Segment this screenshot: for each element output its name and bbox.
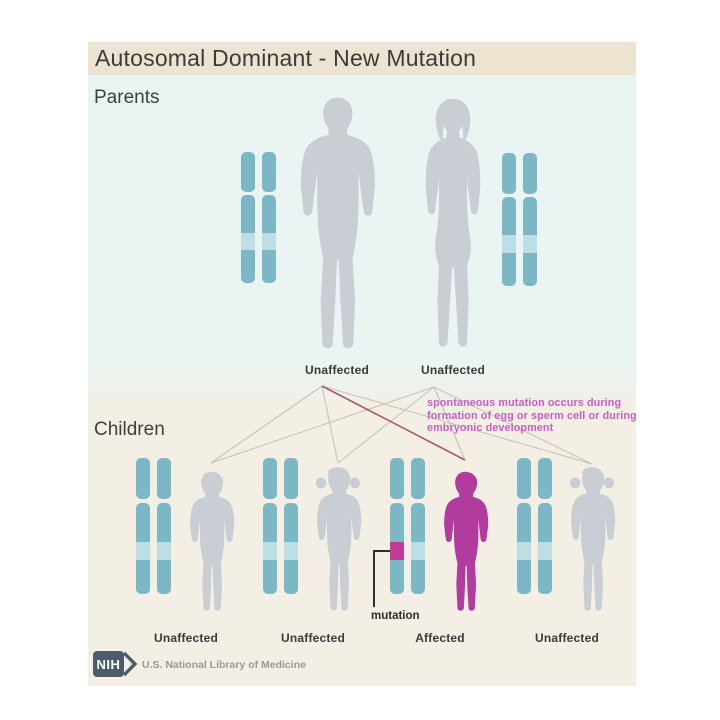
chromatid bbox=[502, 153, 516, 286]
mother-status-label: Unaffected bbox=[420, 363, 485, 377]
child-3-affected-silhouette bbox=[436, 467, 494, 620]
chromatid bbox=[411, 458, 425, 594]
nih-logo-text: NIH bbox=[96, 656, 121, 672]
children-heading: Children bbox=[94, 419, 165, 440]
annotation-line: formation of egg or sperm cell or during bbox=[427, 409, 637, 422]
title-bar: Autosomal Dominant - New Mutation bbox=[88, 42, 636, 75]
child-3-status-label: Affected bbox=[415, 631, 465, 645]
father-silhouette bbox=[294, 93, 380, 355]
chromatid-with-mutation bbox=[390, 458, 404, 594]
chromatid bbox=[263, 458, 277, 594]
chromatid bbox=[241, 152, 255, 283]
child-4-silhouette bbox=[563, 463, 621, 620]
chromatid bbox=[262, 152, 276, 283]
parents-heading: Parents bbox=[94, 87, 160, 108]
spontaneous-mutation-annotation: spontaneous mutation occurs during forma… bbox=[427, 397, 642, 435]
child-2-status-label: Unaffected bbox=[280, 631, 345, 645]
footer-organization-text: U.S. National Library of Medicine bbox=[142, 659, 306, 671]
parents-section-background bbox=[88, 75, 636, 409]
child-2-silhouette bbox=[309, 463, 367, 620]
annotation-line: spontaneous mutation occurs during bbox=[427, 397, 622, 409]
father-status-label: Unaffected bbox=[304, 363, 369, 377]
nih-logo: NIH bbox=[93, 651, 124, 677]
chromosome-pair-child-3 bbox=[390, 458, 426, 594]
chromatid bbox=[157, 458, 171, 594]
mutation-band bbox=[390, 541, 404, 560]
page-title: Autosomal Dominant - New Mutation bbox=[95, 45, 477, 71]
chromatid bbox=[136, 458, 150, 594]
chromosome-pair-child-2 bbox=[263, 458, 299, 594]
mother-silhouette bbox=[414, 97, 492, 355]
chromosome-pair-mother bbox=[502, 153, 538, 286]
chromosome-pair-child-1 bbox=[136, 458, 172, 594]
child-1-silhouette bbox=[182, 467, 240, 620]
child-1-status-label: Unaffected bbox=[153, 631, 218, 645]
chromatid bbox=[538, 458, 552, 594]
mutation-callout-label: mutation bbox=[371, 610, 420, 622]
annotation-line: embryonic development bbox=[427, 422, 554, 435]
chromosome-pair-child-4 bbox=[517, 458, 553, 594]
chromatid bbox=[284, 458, 298, 594]
chromatid bbox=[523, 153, 537, 286]
nih-chevron-icon bbox=[122, 651, 138, 677]
chromatid bbox=[517, 458, 531, 594]
child-4-status-label: Unaffected bbox=[534, 631, 599, 645]
chromosome-pair-father bbox=[241, 152, 277, 283]
